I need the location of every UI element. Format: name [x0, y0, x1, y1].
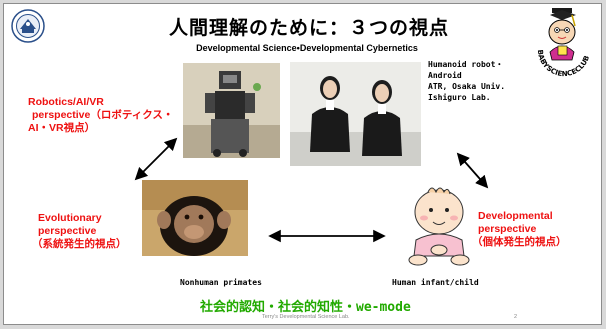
robotics-label-line: Robotics/AI/VR	[28, 96, 104, 108]
slide-subtitle: Developmental Science•Developmental Cybe…	[196, 43, 418, 53]
developmental-label-line: perspective	[478, 223, 537, 235]
evolutionary-perspective-label: Evolutionary perspective （系統発生的視点）	[32, 212, 178, 251]
humanoid-robot-photo	[183, 63, 280, 158]
developmental-label-line: （個体発生的視点）	[472, 236, 567, 248]
android-caption-line: Android	[428, 71, 462, 80]
robotics-perspective-label: Robotics/AI/VR perspective（ロボティクス・ AI・VR…	[28, 96, 188, 135]
slide-title: 人間理解のために：３つの視点	[168, 17, 449, 39]
footer-credit: Terry's Developmental Science Lab.	[262, 314, 350, 320]
developmental-label-line: Developmental	[478, 210, 553, 222]
android-caption-line: Ishiguro Lab.	[428, 93, 491, 102]
arrow-robotics-evolutionary	[134, 137, 178, 181]
android-caption-line: ATR, Osaka Univ.	[428, 82, 506, 91]
developmental-perspective-label: Developmental perspective （個体発生的視点）	[472, 210, 598, 249]
university-seal-logo	[11, 9, 45, 43]
slide: 人間理解のために：３つの視点 Developmental Science•Dev…	[3, 3, 602, 325]
page-number: 2	[514, 314, 518, 320]
evolutionary-label-line: perspective	[38, 225, 97, 237]
human-infant-caption: Human infant/child	[392, 278, 479, 287]
robotics-label-line: perspective（ロボティクス・	[32, 109, 174, 121]
evolutionary-label-line: Evolutionary	[38, 212, 102, 224]
robotics-label-line: AI・VR視点）	[28, 122, 96, 134]
chimpanzee-photo	[142, 180, 248, 256]
baby-science-club-logo: BABYSCIENCECLUB	[528, 6, 600, 78]
evolutionary-label-line: （系統発生的視点）	[32, 238, 127, 250]
nonhuman-primates-caption: Nonhuman primates	[180, 278, 262, 287]
android-caption-line: Humanoid robot・	[428, 60, 504, 69]
bottom-banner: 社会的認知・社会的知性・we-mode	[200, 300, 411, 315]
android-caption: Humanoid robot・ Android ATR, Osaka Univ.…	[428, 59, 526, 103]
baby-illustration	[402, 182, 476, 268]
android-photo	[290, 62, 421, 166]
